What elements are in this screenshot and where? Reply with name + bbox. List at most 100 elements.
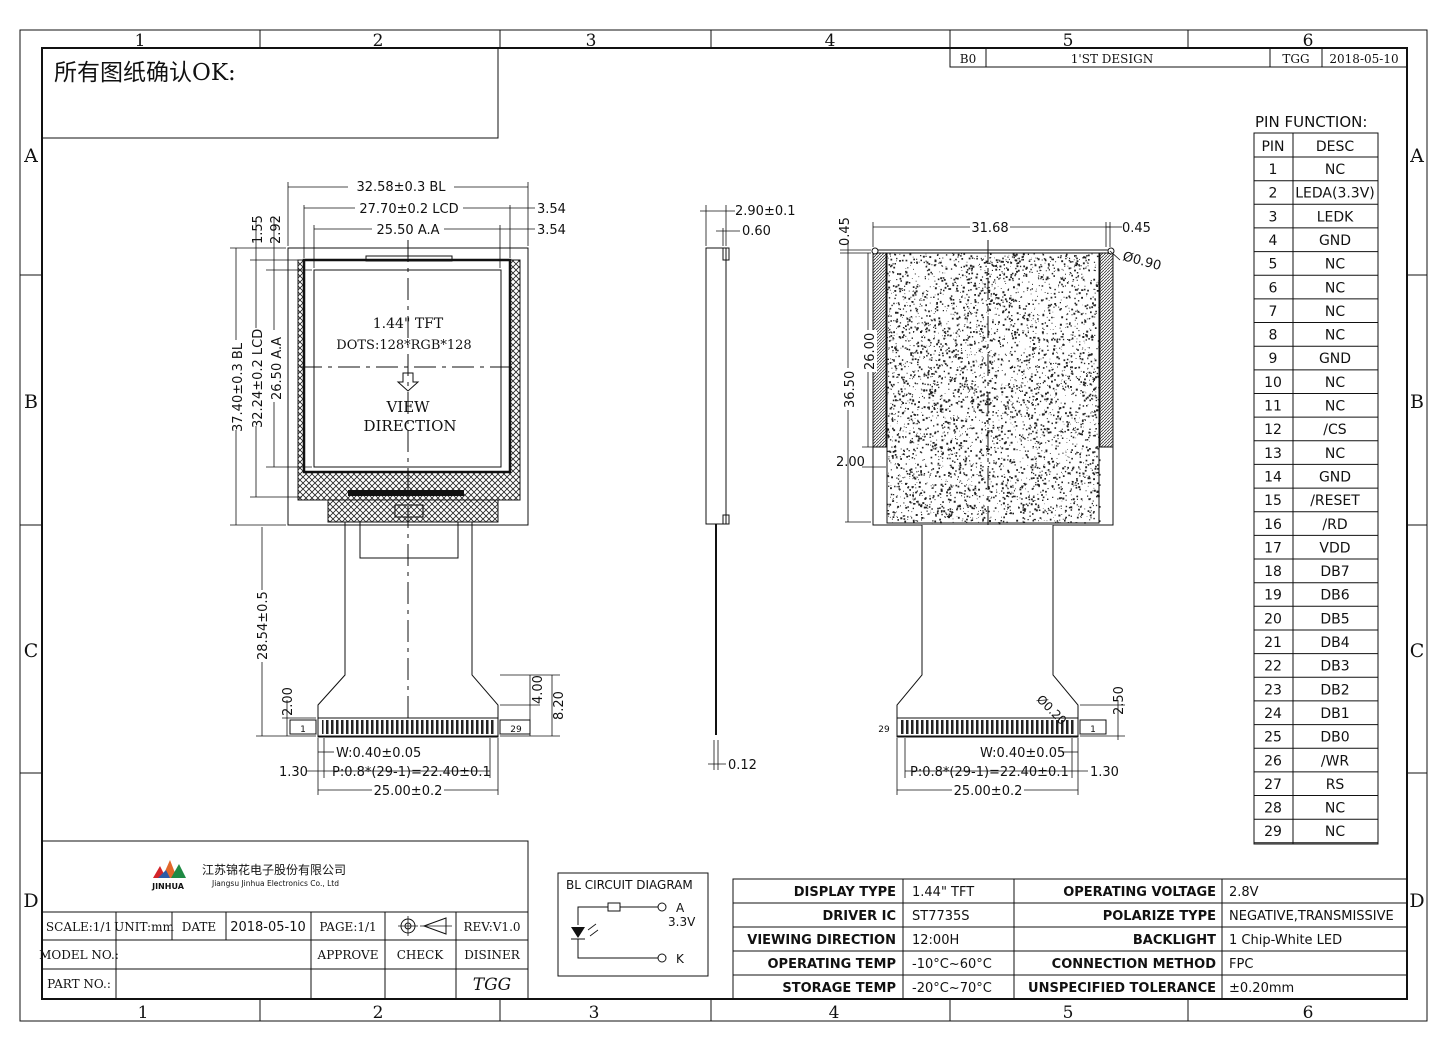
rev-label: REV:V1.0 bbox=[463, 920, 520, 934]
revision-code: B0 bbox=[960, 52, 976, 66]
row-label-right-b: B bbox=[1410, 391, 1424, 413]
dim-right-2: 3.54 bbox=[537, 223, 566, 238]
dim-lcd-width: 27.70±0.2 LCD bbox=[359, 202, 458, 217]
pin-number: 9 bbox=[1269, 351, 1278, 367]
logo-text: JINHUA bbox=[151, 882, 185, 891]
dim-back-right-top: 0.45 bbox=[1122, 221, 1151, 236]
pin-number: 15 bbox=[1264, 493, 1282, 509]
spec-value: ±0.20mm bbox=[1229, 981, 1294, 996]
cathode-label: K bbox=[676, 952, 685, 966]
desc-col-header: DESC bbox=[1316, 139, 1355, 155]
driver-ic bbox=[348, 490, 464, 496]
dim-fpc-length: 28.54±0.5 bbox=[256, 591, 271, 660]
model-no-label: MODEL NO.: bbox=[39, 948, 119, 962]
pin-number: 20 bbox=[1264, 611, 1282, 627]
pin-description: DB3 bbox=[1320, 659, 1349, 675]
dim-lcd-height: 32.24±0.2 LCD bbox=[251, 329, 266, 428]
pin-description: GND bbox=[1319, 351, 1351, 367]
pin-description: LEDK bbox=[1317, 209, 1354, 225]
dim-back-h26: 26.00 bbox=[863, 333, 878, 370]
view-direction-text-2: DIRECTION bbox=[363, 417, 456, 435]
dim-top-1: 1.55 bbox=[251, 215, 266, 244]
back-view: 29 1 31.68 0.45 Ø0.90 0.45 26.00 36.50 2… bbox=[836, 217, 1163, 799]
title-block: JINHUA 江苏锦花电子股份有限公司 Jiangsu Jinhua Elect… bbox=[39, 840, 529, 1000]
pin-number: 10 bbox=[1264, 375, 1282, 391]
anode-voltage: 3.3V bbox=[668, 915, 696, 929]
pin-number: 28 bbox=[1264, 801, 1282, 817]
pin-description: DB2 bbox=[1320, 682, 1349, 698]
spec-label: OPERATING VOLTAGE bbox=[1063, 885, 1216, 900]
dim-back-pin-width: W:0.40±0.05 bbox=[980, 746, 1065, 761]
dim-back-width: 31.68 bbox=[971, 221, 1008, 236]
dim-front-edge: 1.30 bbox=[279, 765, 308, 780]
side-profile bbox=[705, 247, 727, 525]
pin-number: 22 bbox=[1264, 659, 1282, 675]
spec-label: STORAGE TEMP bbox=[782, 981, 896, 996]
pin-number: 24 bbox=[1264, 706, 1282, 722]
pin-number: 14 bbox=[1264, 469, 1282, 485]
col-label-top-1: 1 bbox=[135, 31, 146, 51]
row-label-right-a: A bbox=[1409, 145, 1424, 167]
pin-description: DB0 bbox=[1320, 730, 1349, 746]
col-label-top-4: 4 bbox=[825, 31, 836, 51]
col-label-top-5: 5 bbox=[1063, 31, 1074, 51]
date-value: 2018-05-10 bbox=[230, 920, 306, 935]
dim-front-pin-width: W:0.40±0.05 bbox=[336, 746, 421, 761]
col-label-bottom-5: 5 bbox=[1063, 1003, 1074, 1023]
dim-front-fpc-width: 25.00±0.2 bbox=[374, 784, 443, 799]
pin-description: NC bbox=[1325, 257, 1345, 273]
back-fpc-pins bbox=[901, 720, 1075, 734]
part-no-label: PART NO.: bbox=[47, 977, 111, 991]
dim-back-fpc-width: 25.00±0.2 bbox=[954, 784, 1023, 799]
pin-number: 2 bbox=[1269, 186, 1278, 202]
pin-description: NC bbox=[1325, 375, 1345, 391]
row-label-left-c: C bbox=[24, 640, 39, 662]
spec-value: FPC bbox=[1229, 957, 1253, 972]
dim-side-thickness: 2.90±0.1 bbox=[735, 204, 796, 219]
date-label: DATE bbox=[182, 920, 216, 934]
dim-aa-height: 26.50 A.A bbox=[270, 337, 285, 400]
backlight-circuit: BL CIRCUIT DIAGRAM A 3.3V K bbox=[557, 872, 709, 977]
col-label-bottom-3: 3 bbox=[589, 1003, 600, 1023]
col-label-top-2: 2 bbox=[373, 31, 384, 51]
pin-description: VDD bbox=[1319, 540, 1350, 556]
pin-col-header: PIN bbox=[1261, 139, 1284, 155]
spec-label: OPERATING TEMP bbox=[767, 957, 896, 972]
panel-size-text: 1.44" TFT bbox=[373, 316, 444, 332]
page-label: PAGE:1/1 bbox=[319, 920, 376, 934]
col-label-bottom-4: 4 bbox=[829, 1003, 840, 1023]
approval-note: 所有图纸确认OK: bbox=[54, 60, 236, 86]
pin-description: RS bbox=[1326, 777, 1345, 793]
dim-right-1: 3.54 bbox=[537, 202, 566, 217]
pin-description: /RD bbox=[1322, 517, 1347, 533]
fpc-pins bbox=[322, 720, 494, 734]
dim-fpc-8: 8.20 bbox=[552, 691, 567, 720]
ic-hatch bbox=[327, 499, 499, 523]
spec-value: 1.44" TFT bbox=[912, 885, 974, 900]
col-label-top-6: 6 bbox=[1303, 31, 1314, 51]
pin-description: GND bbox=[1319, 469, 1351, 485]
scale-label: SCALE:1/1 bbox=[46, 920, 112, 934]
row-label-left-a: A bbox=[23, 145, 38, 167]
back-right-hatch bbox=[1099, 252, 1114, 448]
col-label-bottom-2: 2 bbox=[373, 1003, 384, 1023]
pin-number: 26 bbox=[1264, 753, 1282, 769]
dim-side-glass: 0.60 bbox=[742, 224, 771, 239]
pin-description: LEDA(3.3V) bbox=[1295, 186, 1375, 202]
jinhua-logo-icon bbox=[153, 860, 186, 878]
pin-number: 17 bbox=[1264, 540, 1282, 556]
dim-fpc-2: 2.00 bbox=[281, 687, 296, 716]
revision-author: TGG bbox=[1282, 52, 1309, 66]
pin-description: NC bbox=[1325, 446, 1345, 462]
lcd-outline bbox=[302, 258, 512, 474]
pin-description: /CS bbox=[1323, 422, 1346, 438]
panel-resolution-text: DOTS:128*RGB*128 bbox=[336, 338, 471, 353]
back-fpc-outline bbox=[896, 525, 1079, 738]
back-pin-first: 29 bbox=[878, 725, 890, 735]
pin-table-title: PIN FUNCTION: bbox=[1255, 113, 1367, 131]
front-pin-last: 29 bbox=[510, 725, 522, 735]
spec-label: VIEWING DIRECTION bbox=[747, 933, 896, 948]
pin-number: 16 bbox=[1264, 517, 1282, 533]
anode-label: A bbox=[676, 901, 685, 915]
